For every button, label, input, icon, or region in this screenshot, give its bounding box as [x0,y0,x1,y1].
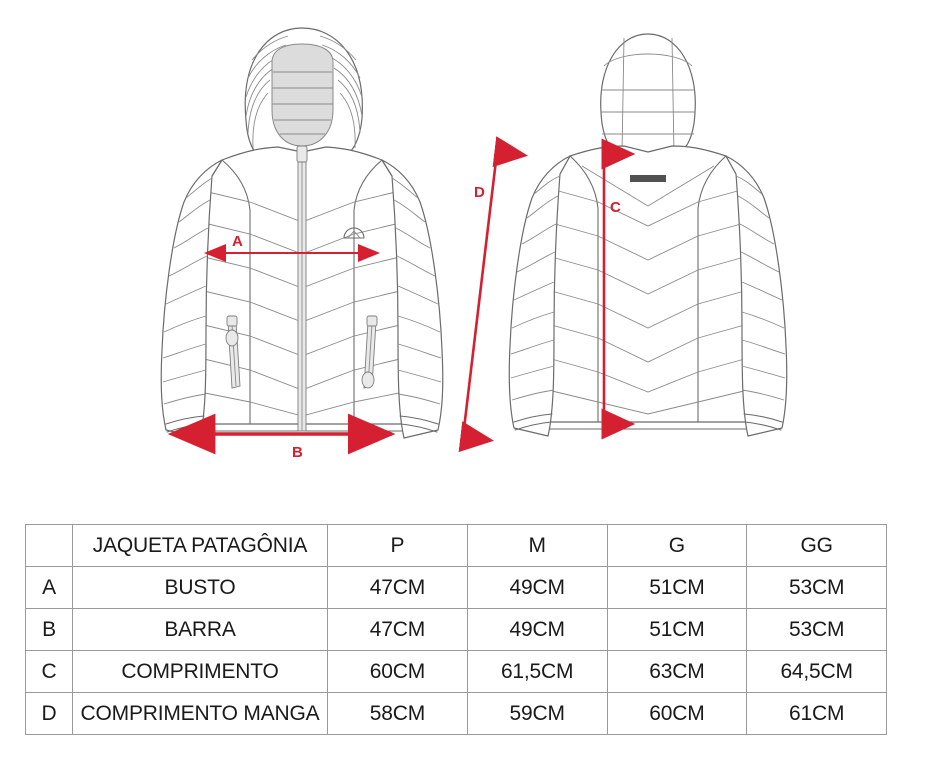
measure-arrow-b: B [167,413,396,461]
header-size-p: P [327,524,468,567]
header-size-m: M [466,524,608,567]
row-letter: A [25,566,73,609]
measure-label-c: C [610,199,621,216]
measure-arrow-a: A [204,233,380,262]
row-letter: B [25,608,73,651]
brand-logo-back [630,175,666,182]
row-value-p: 60CM [327,650,468,693]
front-view-jacket [160,27,444,439]
row-value-p: 47CM [327,608,468,651]
table-header-row: JAQUETA PATAGÔNIA P M G GG [25,524,887,567]
row-value-p: 58CM [327,692,468,735]
pocket-zipper-right [361,315,378,389]
table-row: D COMPRIMENTO MANGA 58CM 59CM 60CM 61CM [25,692,887,735]
brand-logo-front [343,227,365,239]
header-letter-cell [25,524,73,567]
row-measure-name: COMPRIMENTO [72,650,328,693]
row-value-gg: 53CM [746,566,887,609]
header-size-gg: GG [746,524,887,567]
back-hood [600,33,696,162]
row-value-m: 61,5CM [466,650,608,693]
row-value-gg: 64,5CM [746,650,887,693]
table-row: B BARRA 47CM 49CM 51CM 53CM [25,608,887,651]
row-value-m: 49CM [466,566,608,609]
measure-label-d: D [474,184,485,201]
size-chart-table-wrapper: JAQUETA PATAGÔNIA P M G GG A BUSTO 47CM … [25,524,887,735]
back-sleeve-right [725,155,788,437]
back-view-jacket [508,33,788,437]
row-value-g: 60CM [606,692,748,735]
back-sleeve-left [508,155,571,437]
row-value-p: 47CM [327,566,468,609]
size-chart-table: JAQUETA PATAGÔNIA P M G GG A BUSTO 47CM … [25,524,887,735]
pocket-zipper-left [225,315,241,389]
measure-label-a: A [232,233,243,250]
header-size-g: G [606,524,748,567]
row-letter: C [25,650,73,693]
back-body [547,145,749,430]
header-product-name: JAQUETA PATAGÔNIA [72,524,328,567]
row-measure-name: BUSTO [72,566,328,609]
row-value-gg: 53CM [746,608,887,651]
measure-label-b: B [292,444,303,461]
row-value-gg: 61CM [746,692,887,735]
table-row: A BUSTO 47CM 49CM 51CM 53CM [25,566,887,609]
row-measure-name: BARRA [72,608,328,651]
row-value-m: 59CM [466,692,608,735]
measure-arrow-d: D [458,136,528,453]
jacket-illustrations: .ln{fill:none;stroke:#6b6b6b;stroke-widt… [160,27,788,461]
front-body [199,145,405,432]
row-value-m: 49CM [466,608,608,651]
row-value-g: 51CM [606,608,748,651]
front-sleeve-right [381,159,444,439]
measure-arrow-c: C [601,138,636,440]
row-value-g: 51CM [606,566,748,609]
row-measure-name: COMPRIMENTO MANGA [72,692,328,735]
row-value-g: 63CM [606,650,748,693]
row-letter: D [25,692,73,735]
table-row: C COMPRIMENTO 60CM 61,5CM 63CM 64,5CM [25,650,887,693]
